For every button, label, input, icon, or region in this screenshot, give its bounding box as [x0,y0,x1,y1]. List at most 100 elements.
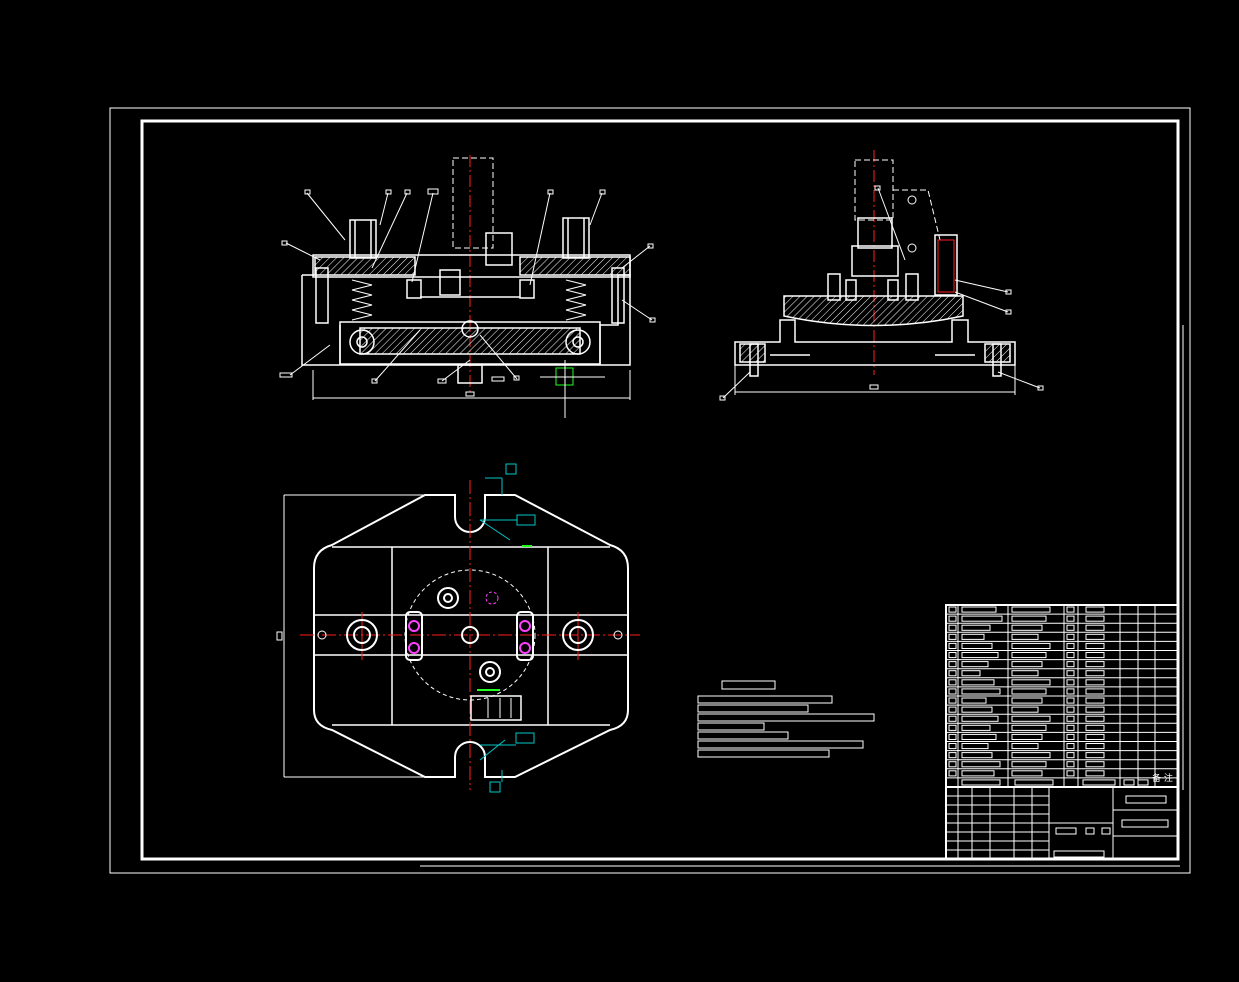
bom-cell-text [948,624,957,631]
bom-cell-text [948,652,957,659]
bom-cell-text [1011,761,1047,768]
bom-cell-text [961,652,999,659]
bom-cell-text [1011,670,1039,677]
bom-cell-text [1066,733,1075,741]
bom-cell-text [1085,697,1105,704]
bom-cell-text [1085,615,1105,622]
bom-cell-text [1066,715,1075,722]
bom-cell-text [1011,615,1047,622]
bom-cell-text [1085,752,1105,759]
bom-cell-text [961,606,997,613]
bom-cell-text [961,752,993,759]
remark-text: 备 注 [1152,772,1173,784]
bom-cell-text [948,642,957,650]
bom-cell-text [961,761,1001,768]
bom-header-text [961,779,1001,786]
hatched-bar [359,327,581,355]
bom-header-text [1014,779,1054,786]
front-base-inner [339,321,601,365]
bom-cell-text [1085,770,1105,777]
bom-cell-text [1085,761,1105,768]
bom-cell-text [961,642,993,650]
bom-cell-text [1085,633,1105,640]
bom-cell-text [1085,743,1105,750]
bom-cell-text [1085,724,1105,731]
bom-cell-text [1066,724,1075,731]
clamp-plate-outline [312,254,631,278]
spring-right [565,279,587,321]
bom-cell-text [1011,715,1051,722]
bom-cell-text [948,743,957,750]
bom-cell-text [961,743,989,750]
bom-cell-text [1085,688,1105,695]
screw-right [611,267,625,324]
bom-cell-text [948,770,957,777]
pin-right [565,329,591,355]
bom-cell-text [1011,752,1051,759]
plan-bolt-right [562,619,594,651]
bom-cell-text [1085,606,1105,613]
bom-cell-text [961,770,995,777]
bom-cell-text [1011,606,1051,613]
bom-cell-text [1085,679,1105,686]
bom-header-text [1137,779,1149,786]
bom-cell-text [961,688,1001,695]
bom-cell-text [948,724,957,731]
bom-cell-text [1011,743,1039,750]
bom-cell-text [1011,652,1047,659]
pin-center [461,320,479,338]
bom-header-text [1082,779,1116,786]
bom-cell-text [1066,606,1075,613]
bom-cell-text [1011,679,1051,686]
bom-cell-text [1011,633,1039,640]
bom-cell-text [948,670,957,677]
bom-cell-text [1066,633,1075,640]
bom-cell-text [1066,688,1075,695]
pin-left [349,329,375,355]
bom-cell-text [1066,615,1075,622]
technical-notes [697,680,875,758]
bom-cell-text [948,697,957,704]
bom-cell-text [1066,770,1075,777]
bom-cell-text [948,606,957,613]
bom-cell-text [948,715,957,722]
plan-bolt-left [346,619,378,651]
bom-cell-text [961,661,989,668]
bom-cell-text [1085,706,1105,713]
bom-cell-text [1066,670,1075,677]
bom-cell-text [1085,670,1105,677]
bom-cell-text [1066,642,1075,650]
bom-cell-text [1066,661,1075,668]
top-plan-view [276,463,640,793]
bom-cell-text [1085,642,1105,650]
bom-cell-text [1011,724,1047,731]
spring-left [351,279,373,321]
clamp-plate-left [314,256,416,276]
bom-cell-text [961,615,1003,622]
bom-cell-text [961,733,997,741]
outer-border [109,107,1191,874]
bom-cell-text [948,706,957,713]
bom-cell-text [1011,733,1043,741]
bom-cell-text [961,670,981,677]
phantom-cylinder [452,157,494,249]
bolt-head-left [349,219,377,259]
plan-outline [313,494,629,778]
bom-cell-text [1066,652,1075,659]
side-section-view [719,150,1184,790]
bom-cell-text [948,761,957,768]
side-base [734,319,1016,366]
front-section-view [279,155,656,418]
bom-cell-text [948,688,957,695]
bolt-head-right [562,217,590,259]
bom-cell-text [1085,624,1105,631]
bom-cell-text [948,679,957,686]
bom-cell-text [948,733,957,741]
bom-cell-text [1011,661,1043,668]
bom-cell-text [961,715,999,722]
bom-cell-text [1011,624,1043,631]
bom-cell-text [948,633,957,640]
side-clamp-arm [783,295,964,327]
bom-cell-text [1066,752,1075,759]
bom-cell-text [1066,761,1075,768]
